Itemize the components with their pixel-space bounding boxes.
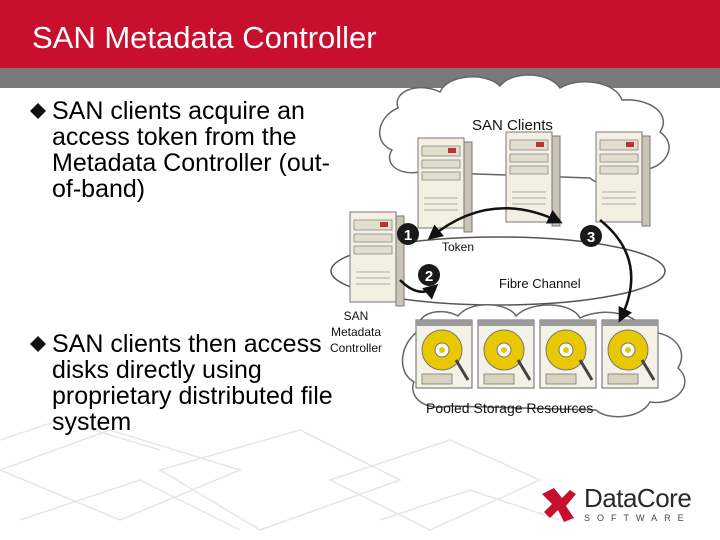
- bullet-1: SAN clients acquire an access token from…: [30, 97, 342, 203]
- logo-wordmark: DataCore: [584, 483, 692, 513]
- svg-text:3: 3: [587, 229, 595, 246]
- step-badge-3: 3: [580, 225, 602, 247]
- disk-drive-icon: [600, 318, 660, 390]
- disk-drive-icon: [476, 318, 536, 390]
- bullet-2-text: SAN clients then access disks directly u…: [52, 330, 333, 436]
- diamond-bullet-icon: [30, 336, 46, 352]
- controller-label-line-2: Metadata: [330, 325, 382, 339]
- fibre-channel-label: Fibre Channel: [499, 276, 581, 291]
- step-badge-2: 2: [418, 264, 440, 286]
- slide-title: SAN Metadata Controller: [32, 20, 377, 55]
- token-arrow: [427, 207, 563, 240]
- controller-label-line-1: SAN: [343, 309, 369, 323]
- bullet-2: SAN clients then access disks directly u…: [30, 330, 352, 436]
- svg-text:2: 2: [425, 268, 433, 285]
- step-badge-1: 1: [397, 223, 419, 245]
- token-label: Token: [442, 240, 475, 254]
- logo-subtitle: SOFTWARE: [584, 513, 691, 523]
- server-icon: [595, 131, 651, 227]
- controller-label-line-3: Controller: [329, 341, 383, 355]
- disk-drive-icon: [414, 318, 474, 390]
- controller-label: SAN Metadata Controller: [320, 308, 392, 356]
- datacore-logo-icon: [542, 488, 576, 522]
- bullet-1-text: SAN clients acquire an access token from…: [52, 97, 330, 203]
- storage-label: Pooled Storage Resources: [426, 400, 594, 416]
- title-bar: [0, 0, 720, 68]
- svg-text:1: 1: [404, 227, 412, 244]
- diamond-bullet-icon: [30, 103, 46, 119]
- clients-label: SAN Clients: [472, 117, 553, 134]
- server-icon: [349, 211, 405, 307]
- controller-arrow: [399, 279, 439, 300]
- disk-drive-icon: [538, 318, 598, 390]
- data-arrow: [599, 219, 633, 323]
